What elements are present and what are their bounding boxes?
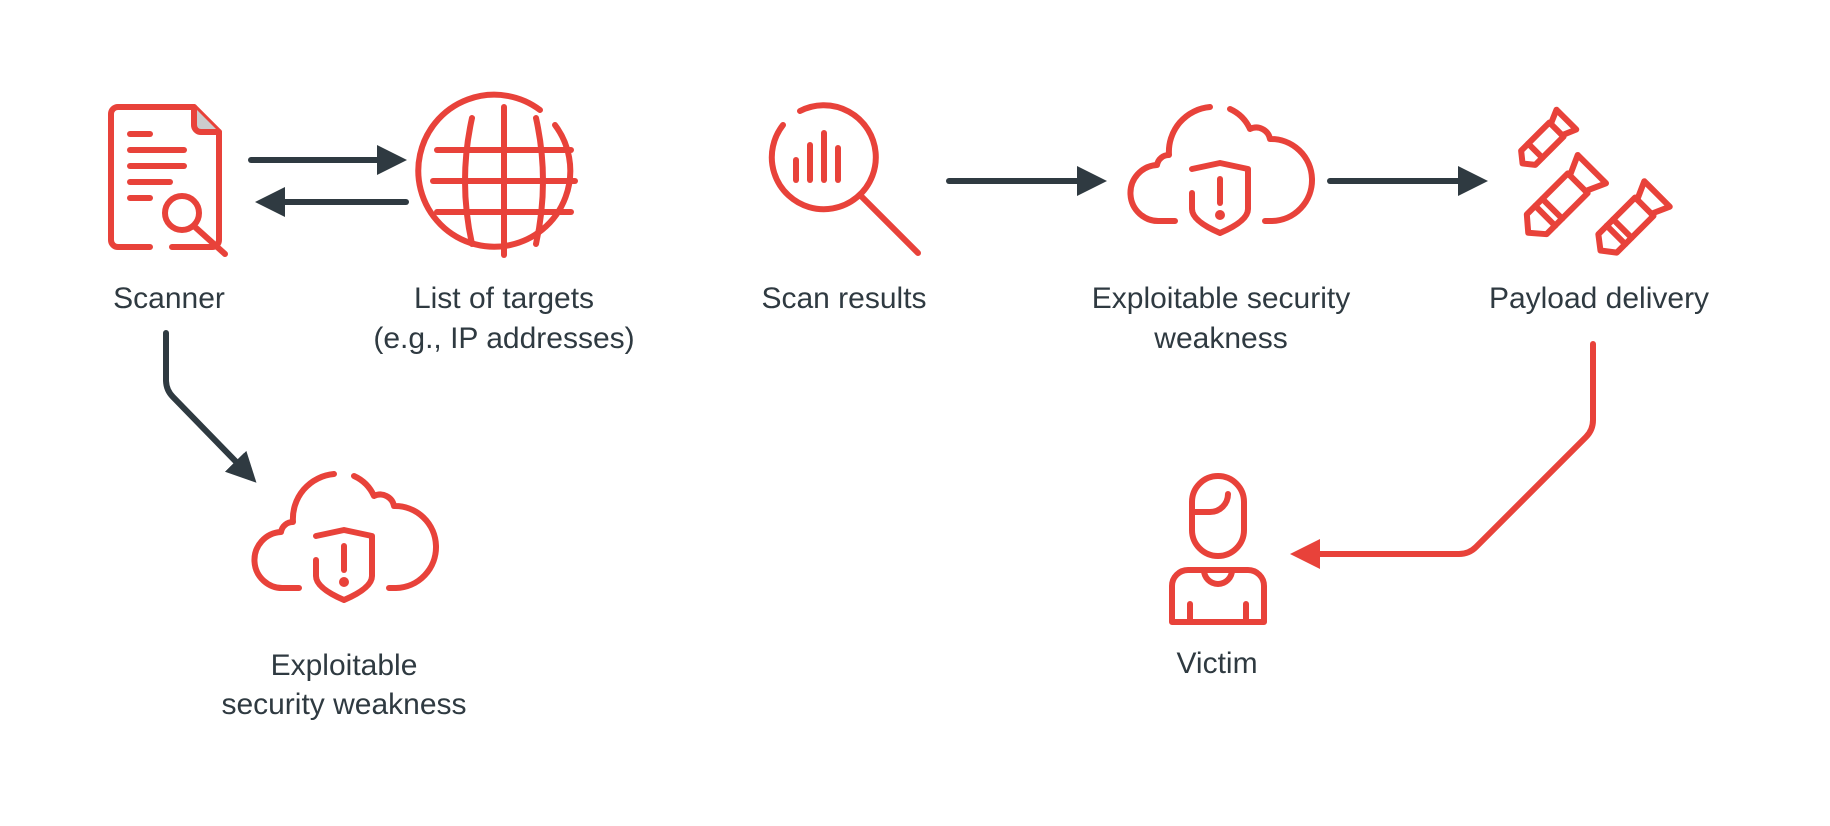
globe-icon — [415, 91, 578, 258]
arrow-to-victim — [1290, 341, 1596, 569]
bombs-icon — [1518, 106, 1673, 256]
weakness-bottom-label-line1: Exploitable — [271, 649, 418, 682]
magnifier-chart-icon — [768, 102, 921, 256]
document-search-icon — [108, 104, 228, 257]
cloud-shield-icon — [251, 471, 439, 603]
targets-label-line2: (e.g., IP addresses) — [373, 322, 634, 355]
arrow-to-weakness-bottom — [163, 330, 257, 483]
targets-label-line1: List of targets — [414, 282, 594, 315]
payload-label: Payload delivery — [1489, 282, 1709, 315]
scanner-label: Scanner — [113, 282, 225, 315]
weakness-top-label-line2: weakness — [1153, 322, 1287, 355]
weakness-top-label-line1: Exploitable security — [1092, 282, 1350, 315]
weakness-bottom-label-line2: security weakness — [221, 688, 466, 721]
scan-results-label: Scan results — [761, 282, 926, 315]
cloud-shield-icon — [1127, 104, 1315, 236]
victim-label: Victim — [1176, 647, 1257, 680]
person-icon — [1169, 473, 1267, 625]
